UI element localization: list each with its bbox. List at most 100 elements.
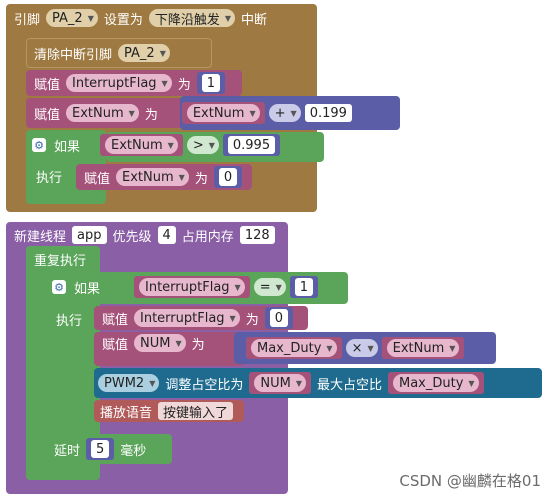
label-priority: 优先级 — [112, 229, 152, 245]
pwm-row: PWM2▼ 调整占空比为 NUM▼ 最大占空比 Max_Duty▼ — [96, 372, 486, 394]
pwm-var-dropdown[interactable]: NUM▼ — [254, 374, 306, 392]
pwm-pin-dropdown[interactable]: PWM2▼ — [98, 374, 160, 392]
label-interrupt: 中断 — [241, 12, 268, 28]
right-operand-dropdown[interactable]: ExtNum▼ — [386, 339, 460, 357]
assign-interruptflag-row: 赋值 InterruptFlag▼ 为 1 — [30, 72, 227, 94]
chevron-down-icon: ▼ — [326, 343, 333, 353]
to-label: 为 — [245, 312, 259, 328]
assign-extnum-zero-row: 赋值 ExtNum▼ 为 0 — [80, 166, 244, 188]
delay-row: 延时 5 毫秒 — [50, 438, 150, 460]
chevron-down-icon: ▼ — [229, 313, 236, 323]
compare-num-socket: 0.995 — [222, 134, 281, 156]
thread-name-field[interactable]: app — [72, 226, 107, 244]
compare-num-socket: 1 — [289, 276, 319, 298]
exec-label: 执行 — [36, 170, 63, 186]
assign-label: 赋值 — [34, 107, 61, 123]
pwm-max-socket: Max_Duty▼ — [388, 372, 484, 394]
watermark: CSDN @幽麟在格01 — [399, 472, 541, 490]
clear-pin-dropdown[interactable]: PA_2▼ — [118, 44, 170, 62]
exec-label: 执行 — [56, 313, 83, 329]
value-field[interactable]: 0 — [269, 309, 288, 327]
pwm-label: 调整占空比为 — [165, 377, 244, 393]
exec-row: 执行 — [32, 165, 66, 187]
pwm-max-label: 最大占空比 — [316, 377, 382, 393]
value-field[interactable]: 0 — [218, 168, 238, 186]
thread-header: 新建线程 app 优先级 4 占用内存 128 — [10, 224, 277, 246]
clear-interrupt-row: 清除中断引脚 PA_2▼ — [30, 42, 172, 64]
var-dropdown-extnum[interactable]: ExtNum▼ — [116, 168, 189, 186]
chevron-down-icon: ▼ — [367, 343, 374, 353]
to-label: 为 — [177, 77, 191, 93]
compare-var-dropdown[interactable]: InterruptFlag▼ — [139, 278, 245, 296]
chevron-down-icon: ▼ — [275, 282, 282, 292]
clear-label: 清除中断引脚 — [34, 47, 113, 63]
delay-socket: 5 — [86, 438, 115, 460]
var-dropdown-num[interactable]: NUM▼ — [134, 334, 186, 352]
chevron-down-icon: ▼ — [290, 108, 297, 118]
value-socket: 0 — [213, 166, 243, 188]
operand-number-field[interactable]: 0.199 — [304, 104, 352, 122]
var-dropdown-interruptflag[interactable]: InterruptFlag▼ — [134, 309, 240, 327]
chevron-down-icon: ▼ — [149, 378, 156, 388]
operand-var-dropdown[interactable]: ExtNum▼ — [186, 104, 260, 122]
compare-number-field[interactable]: 1 — [294, 278, 314, 296]
memory-field[interactable]: 128 — [239, 226, 275, 244]
delay-value-field[interactable]: 5 — [91, 440, 110, 458]
chevron-down-icon: ▼ — [167, 140, 174, 150]
delay-unit: 毫秒 — [120, 443, 147, 459]
to-label: 为 — [144, 107, 158, 123]
label-pin: 引脚 — [14, 12, 41, 28]
if-label: 如果 — [74, 281, 101, 297]
compare-op-dropdown[interactable]: >▼ — [186, 136, 219, 154]
operator-dropdown[interactable]: +▼ — [268, 104, 301, 122]
assign-label: 赋值 — [34, 77, 61, 93]
assign-interruptflag-zero-row: 赋值 InterruptFlag▼ 为 0 — [98, 307, 295, 329]
chevron-down-icon: ▼ — [178, 172, 185, 182]
multiply-row: Max_Duty▼ ×▼ ExtNum▼ — [244, 337, 466, 359]
repeat-row: 重复执行 — [30, 248, 90, 270]
gear-icon[interactable]: ⚙ — [52, 280, 66, 294]
pwm-max-dropdown[interactable]: Max_Duty▼ — [393, 374, 479, 392]
var-dropdown-interruptflag[interactable]: InterruptFlag▼ — [66, 74, 172, 92]
chevron-down-icon: ▼ — [234, 282, 241, 292]
chevron-down-icon: ▼ — [249, 108, 256, 118]
delay-label: 延时 — [54, 443, 81, 459]
priority-field[interactable]: 4 — [157, 226, 176, 244]
multiply-op-dropdown[interactable]: ×▼ — [345, 339, 378, 357]
value-socket: 0 — [264, 307, 293, 329]
pin-dropdown[interactable]: PA_2▼ — [46, 9, 98, 27]
to-label: 为 — [191, 337, 205, 353]
chevron-down-icon: ▼ — [468, 378, 475, 388]
assign-num-row: 赋值 NUM▼ 为 — [98, 332, 209, 354]
thread-if-row: ⚙ 如果 InterruptFlag▼ =▼ 1 — [52, 276, 320, 298]
chevron-down-icon: ▼ — [449, 343, 456, 353]
chevron-down-icon: ▼ — [128, 108, 135, 118]
thread-if-block[interactable] — [46, 272, 98, 424]
chevron-down-icon: ▼ — [159, 48, 166, 58]
compare-number-field[interactable]: 0.995 — [227, 136, 276, 154]
gear-icon[interactable]: ⚙ — [32, 138, 46, 152]
var-dropdown-extnum[interactable]: ExtNum▼ — [66, 104, 139, 122]
thread-exec-row: 执行 — [52, 308, 86, 330]
play-voice-row: 播放语音 按键输入了 — [96, 400, 235, 422]
compare-var-socket: InterruptFlag▼ — [134, 276, 250, 298]
trigger-dropdown[interactable]: 下降沿触发▼ — [148, 9, 236, 28]
value-field[interactable]: 1 — [201, 74, 220, 92]
compare-var-socket: ExtNum▼ — [100, 134, 183, 156]
left-operand-dropdown[interactable]: Max_Duty▼ — [251, 339, 337, 357]
repeat-label: 重复执行 — [34, 253, 87, 269]
play-text-field[interactable]: 按键输入了 — [158, 402, 234, 421]
chevron-down-icon: ▼ — [208, 140, 215, 150]
operand-socket: ExtNum▼ — [181, 102, 265, 124]
if-row: ⚙ 如果 ExtNum▼ >▼ 0.995 — [32, 134, 282, 156]
chevron-down-icon: ▼ — [161, 78, 168, 88]
assign-label: 赋值 — [102, 312, 129, 328]
value-socket: 1 — [196, 72, 225, 94]
assign-label: 赋值 — [102, 337, 129, 353]
label-memory: 占用内存 — [181, 229, 234, 245]
interrupt-header: 引脚 PA_2▼ 设置为 下降沿触发▼ 中断 — [10, 7, 271, 29]
if-label: 如果 — [54, 139, 81, 155]
compare-op-dropdown[interactable]: =▼ — [253, 278, 286, 296]
label-new-thread: 新建线程 — [14, 229, 67, 245]
compare-var-dropdown[interactable]: ExtNum▼ — [105, 136, 178, 154]
